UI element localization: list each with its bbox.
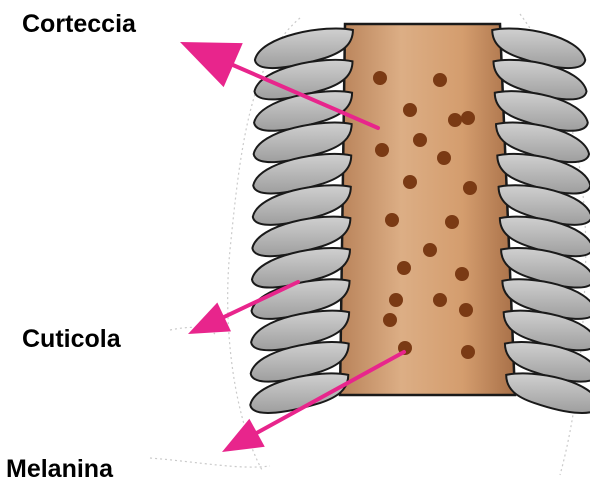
melanin-granule	[373, 71, 387, 85]
melanin-granule	[445, 215, 459, 229]
melanin-granule	[403, 103, 417, 117]
melanin-granule	[437, 151, 451, 165]
melanin-granule	[383, 313, 397, 327]
cuticle-right	[492, 28, 590, 413]
melanin-granule	[385, 213, 399, 227]
melanin-granule	[413, 133, 427, 147]
melanin-granule	[433, 293, 447, 307]
cuticle-left	[250, 28, 353, 413]
melanin-granule	[375, 143, 389, 157]
cortex	[340, 24, 515, 395]
melanin-granule	[463, 181, 477, 195]
melanin-granule	[389, 293, 403, 307]
melanin-granule	[397, 261, 411, 275]
melanin-granule	[461, 345, 475, 359]
label-cuticle: Cuticola	[22, 327, 121, 352]
label-cortex: Corteccia	[22, 12, 136, 37]
melanin-granule	[423, 243, 437, 257]
melanin-granule	[461, 111, 475, 125]
melanin-granule	[403, 175, 417, 189]
melanin-granule	[459, 303, 473, 317]
melanin-granule	[448, 113, 462, 127]
melanin-granule	[433, 73, 447, 87]
label-melanin: Melanina	[6, 457, 113, 482]
melanin-granule	[455, 267, 469, 281]
